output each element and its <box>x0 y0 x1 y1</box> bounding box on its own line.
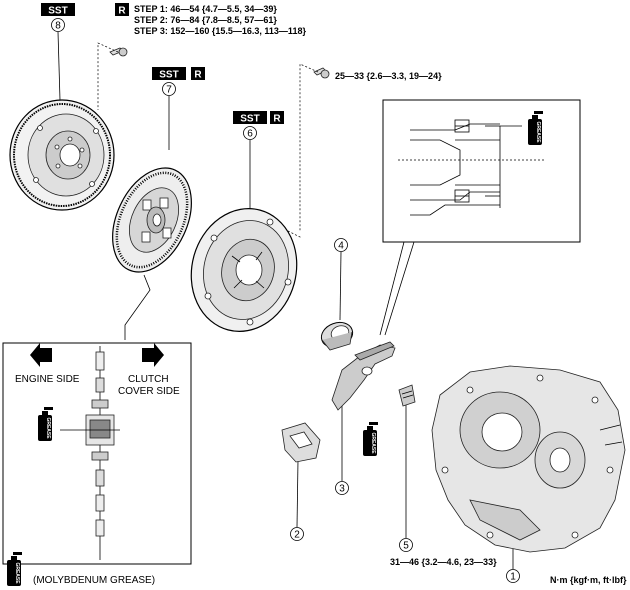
svg-text:8: 8 <box>55 21 61 32</box>
arrow-left-icon <box>30 343 52 367</box>
svg-text:1: 1 <box>510 572 516 583</box>
part-number-1: 1 <box>506 569 520 583</box>
svg-text:R: R <box>118 6 126 17</box>
svg-text:7: 7 <box>166 85 172 96</box>
badge-sst-7: SST <box>152 67 186 81</box>
legend-molybdenum-grease: (MOLYBDENUM GREASE) <box>33 575 155 586</box>
torque-pivot-bolt: 31—46 {3.2—4.6, 23—33} <box>390 557 497 567</box>
svg-text:3: 3 <box>339 484 345 495</box>
release-fork <box>331 341 396 411</box>
part-number-6: 6 <box>243 126 257 140</box>
svg-text:R: R <box>194 70 202 81</box>
clutch-cover <box>190 208 298 332</box>
badge-sst-8: SST <box>41 3 75 17</box>
boot <box>281 422 321 463</box>
part-number-7: 7 <box>162 82 176 96</box>
svg-text:SST: SST <box>159 70 178 81</box>
part-number-8: 8 <box>51 18 65 32</box>
badge-sst-6: SST <box>233 111 267 125</box>
svg-text:5: 5 <box>403 541 409 552</box>
badge-r-7: R <box>191 67 205 81</box>
part-number-5: 5 <box>399 538 413 552</box>
torque-step-1: STEP 1: 46—54 {4.7—5.5, 34—39} <box>134 4 277 14</box>
inset-bearing-detail <box>379 99 581 336</box>
svg-text:4: 4 <box>338 241 344 252</box>
svg-text:6: 6 <box>247 129 253 140</box>
release-bearing <box>320 321 354 351</box>
part-number-3: 3 <box>335 481 349 495</box>
flywheel-bolt <box>109 47 128 57</box>
flywheel <box>9 99 115 211</box>
svg-text:R: R <box>273 114 281 125</box>
transaxle <box>431 365 626 553</box>
cover-bolt <box>313 67 330 79</box>
pivot-bolt <box>398 384 416 407</box>
torque-step-3: STEP 3: 152—160 {15.5—16.3, 113—118} <box>134 26 306 36</box>
arrow-right-icon <box>142 343 164 367</box>
units-label: N·m {kgf·m, ft·lbf} <box>550 575 627 585</box>
clutch-label-line1: CLUTCH <box>128 374 169 385</box>
clutch-label-line2: COVER SIDE <box>118 386 180 397</box>
inset-spline-detail: ENGINE SIDE CLUTCH COVER SIDE <box>2 342 192 565</box>
svg-text:SST: SST <box>240 114 259 125</box>
torque-cover-bolt: 25—33 {2.6—3.3, 19—24} <box>335 71 442 81</box>
part-number-2: 2 <box>290 527 304 541</box>
torque-step-2: STEP 2: 76—84 {7.8—8.5, 57—61} <box>134 15 277 25</box>
badge-r-flywheel: R <box>115 3 129 17</box>
engine-side-label: ENGINE SIDE <box>15 374 80 385</box>
part-number-4: 4 <box>334 238 348 252</box>
badge-r-6: R <box>270 111 284 125</box>
svg-text:SST: SST <box>48 6 67 17</box>
grease-icon-fork <box>363 422 378 456</box>
svg-text:2: 2 <box>294 530 300 541</box>
clutch-disc <box>112 167 192 273</box>
